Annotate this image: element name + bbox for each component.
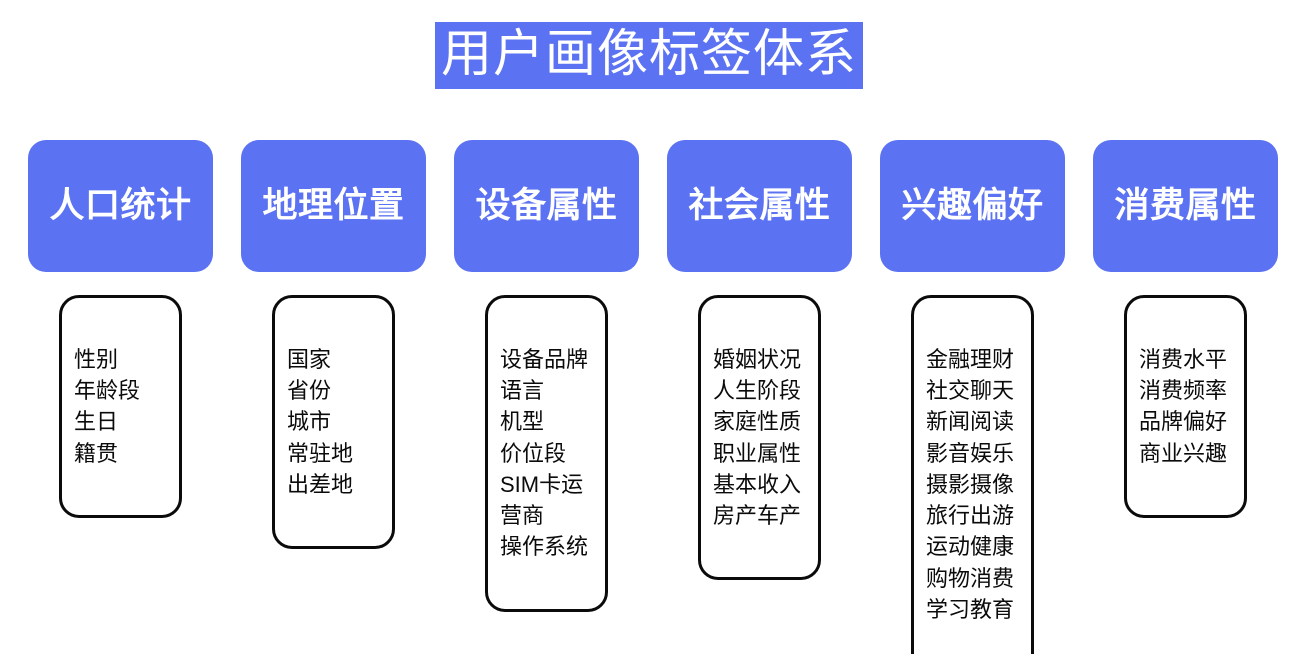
tag-item: 省份	[287, 378, 332, 404]
category-column-consumption: 消费属性 消费水平 消费频率 品牌偏好 商业兴趣	[1093, 140, 1278, 518]
tag-list-interests: 金融理财 社交聊天 新闻阅读 影音娱乐 摄影摄像 旅行出游 运动健康 购物消费 …	[911, 295, 1034, 654]
tag-item: SIM卡运营商	[500, 471, 584, 529]
category-columns: 人口统计 性别 年龄段 生日 籍贯 地理位置 国家 省份 城市	[28, 140, 1278, 654]
tag-item: 消费频率	[1139, 378, 1228, 404]
tag-item: 基本收入	[713, 471, 802, 497]
tag-list-items: 消费水平 消费频率 品牌偏好 商业兴趣	[1127, 344, 1244, 469]
tag-item: 学习教育	[926, 596, 1015, 622]
tag-list-demographics: 性别 年龄段 生日 籍贯	[59, 295, 182, 518]
diagram-title-text: 用户画像标签体系	[434, 22, 863, 90]
tag-item: 人生阶段	[713, 378, 802, 404]
category-header-interests[interactable]: 兴趣偏好	[880, 140, 1065, 272]
category-header-label: 地理位置	[262, 185, 405, 225]
tag-list-device: 设备品牌 语言 机型 价位段 SIM卡运营商 操作系统	[485, 295, 608, 612]
category-header-social[interactable]: 社会属性	[667, 140, 852, 272]
tag-item: 商业兴趣	[1139, 440, 1228, 466]
tag-item: 性别	[74, 347, 119, 372]
tag-list-social: 婚姻状况 人生阶段 家庭性质 职业属性 基本收入 房产车产	[698, 295, 821, 581]
tag-item: 机型	[500, 409, 545, 435]
tag-item: 旅行出游	[926, 503, 1015, 529]
category-header-demographics[interactable]: 人口统计	[28, 140, 213, 272]
tag-item: 语言	[500, 378, 545, 404]
category-header-label: 兴趣偏好	[901, 185, 1044, 225]
tag-item: 操作系统	[500, 534, 589, 560]
tag-item: 国家	[287, 347, 332, 372]
category-header-device[interactable]: 设备属性	[454, 140, 639, 272]
tag-list-items: 国家 省份 城市 常驻地 出差地	[275, 344, 392, 500]
category-header-consumption[interactable]: 消费属性	[1093, 140, 1278, 272]
tag-item: 年龄段	[74, 378, 141, 404]
category-column-device: 设备属性 设备品牌 语言 机型 价位段 SIM卡运营商 操作系统	[454, 140, 639, 612]
tag-item: 社交聊天	[926, 378, 1015, 404]
tag-item: 运动健康	[926, 534, 1015, 560]
tag-item: 出差地	[287, 471, 354, 497]
tag-list-items: 婚姻状况 人生阶段 家庭性质 职业属性 基本收入 房产车产	[701, 344, 818, 531]
tag-item: 金融理财	[926, 347, 1015, 372]
category-column-interests: 兴趣偏好 金融理财 社交聊天 新闻阅读 影音娱乐 摄影摄像 旅行出游 运动健康 …	[880, 140, 1065, 654]
tag-item: 籍贯	[74, 440, 119, 466]
tag-item: 家庭性质	[713, 409, 802, 435]
tag-list-items: 设备品牌 语言 机型 价位段 SIM卡运营商 操作系统	[488, 344, 605, 563]
tag-list-items: 金融理财 社交聊天 新闻阅读 影音娱乐 摄影摄像 旅行出游 运动健康 购物消费 …	[914, 344, 1031, 625]
category-header-label: 社会属性	[688, 185, 831, 225]
tag-item: 职业属性	[713, 440, 802, 466]
category-column-geolocation: 地理位置 国家 省份 城市 常驻地 出差地	[241, 140, 426, 550]
tag-list-geolocation: 国家 省份 城市 常驻地 出差地	[272, 295, 395, 550]
diagram-title: 用户画像标签体系	[0, 22, 1298, 90]
tag-item: 品牌偏好	[1139, 409, 1228, 435]
category-column-social: 社会属性 婚姻状况 人生阶段 家庭性质 职业属性 基本收入 房产车产	[667, 140, 852, 581]
tag-list-consumption: 消费水平 消费频率 品牌偏好 商业兴趣	[1124, 295, 1247, 518]
tag-item: 价位段	[500, 440, 567, 466]
category-header-label: 消费属性	[1114, 185, 1257, 225]
tag-item: 房产车产	[713, 503, 802, 529]
category-header-label: 人口统计	[49, 185, 192, 225]
tag-item: 影音娱乐	[926, 440, 1015, 466]
category-column-demographics: 人口统计 性别 年龄段 生日 籍贯	[28, 140, 213, 518]
category-header-geolocation[interactable]: 地理位置	[241, 140, 426, 272]
tag-item: 摄影摄像	[926, 471, 1015, 497]
tag-item: 购物消费	[926, 565, 1015, 591]
tag-item: 新闻阅读	[926, 409, 1015, 435]
tag-list-items: 性别 年龄段 生日 籍贯	[62, 344, 179, 469]
tag-item: 生日	[74, 409, 119, 435]
tag-item: 城市	[287, 409, 332, 435]
category-header-label: 设备属性	[475, 185, 618, 225]
tag-item: 消费水平	[1139, 347, 1228, 372]
tag-item: 婚姻状况	[713, 347, 802, 372]
tag-item: 设备品牌	[500, 347, 589, 372]
tag-item: 常驻地	[287, 440, 354, 466]
